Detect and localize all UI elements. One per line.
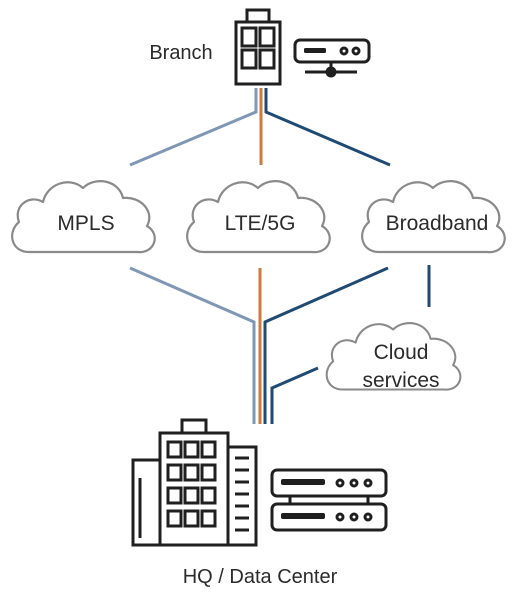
branch-label: Branch — [149, 42, 212, 64]
mpls-link-bottom — [129, 266, 256, 424]
office-tower-icon — [131, 418, 258, 547]
broadband-cloud: Broadband — [361, 180, 506, 254]
mpls-cloud: MPLS — [11, 180, 156, 254]
mpls-link-top — [129, 88, 258, 167]
lte-cloud: LTE/5G — [186, 180, 331, 254]
broadband-label: Broadband — [386, 212, 489, 235]
branch-building-icon — [234, 8, 282, 86]
hq-links — [129, 265, 431, 424]
hq-data-center-label: HQ / Data Center — [183, 566, 338, 588]
server-rack-icon — [270, 468, 388, 532]
lte-5g-label: LTE/5G — [225, 212, 296, 235]
broadband-link-bottom — [263, 266, 389, 424]
branch-links — [129, 88, 391, 167]
router-icon — [293, 38, 371, 78]
cloud-services-link — [270, 366, 319, 424]
mpls-label: MPLS — [57, 212, 114, 235]
cloud-services-label-line2: services — [362, 369, 439, 392]
cloud-services-label-line1: Cloud — [374, 341, 429, 364]
broadband-link-top — [264, 88, 391, 167]
cloud-services-cloud: Cloud services — [325, 322, 462, 392]
